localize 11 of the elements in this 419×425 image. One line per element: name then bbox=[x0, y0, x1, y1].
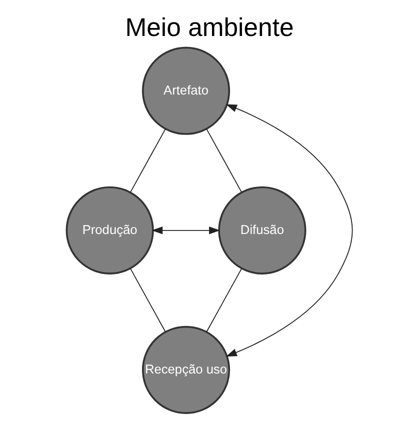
connector bbox=[206, 268, 242, 332]
diagram-title: Meio ambiente bbox=[125, 14, 294, 42]
node-circle: Recepção uso bbox=[142, 326, 230, 414]
node-circle: Produção bbox=[66, 186, 154, 274]
arrow bbox=[226, 104, 353, 357]
connector bbox=[130, 268, 166, 332]
arrow bbox=[152, 226, 220, 234]
node-circle: Difusão bbox=[218, 186, 306, 274]
connector bbox=[206, 128, 242, 193]
node-circle: Artefato bbox=[142, 46, 230, 135]
connector bbox=[130, 128, 166, 193]
